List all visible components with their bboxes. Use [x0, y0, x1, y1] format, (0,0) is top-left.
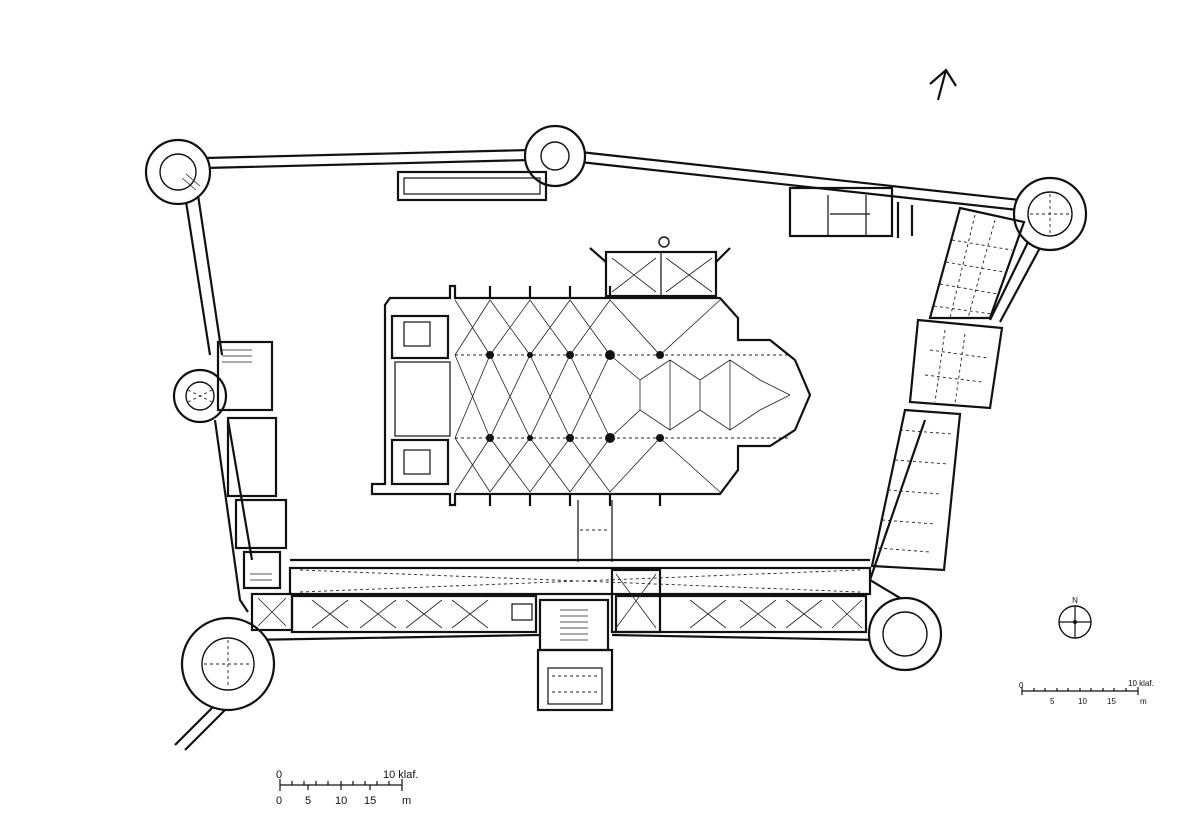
- curtain-walls: [174, 148, 1043, 751]
- scale-bar-small-unit: m: [1140, 697, 1147, 706]
- scale-bar-main-bottom-15: 15: [364, 795, 376, 807]
- scale-bar-small-bottom-15: 15: [1107, 697, 1116, 706]
- tower-southwest: [180, 616, 276, 712]
- north-gallery: [396, 170, 548, 202]
- scale-bar-small-bottom-5: 5: [1050, 697, 1055, 706]
- north-house: [788, 186, 914, 238]
- east-range: [870, 206, 1026, 572]
- scale-bar-main-bottom-5: 5: [305, 795, 311, 807]
- scale-bar-main-bottom-0: 0: [276, 795, 282, 807]
- scale-bar-main-unit: m: [402, 795, 411, 807]
- scale-bar-main-bottom-10: 10: [335, 795, 347, 807]
- church: [370, 236, 812, 562]
- scale-bar-small: [1021, 687, 1139, 695]
- scale-bar-main: [279, 779, 403, 791]
- scale-bar-main-top-start: 0: [276, 769, 282, 781]
- compass-rose-icon: [1058, 605, 1092, 639]
- west-range: [216, 340, 288, 590]
- compass-north-label: N: [1072, 596, 1078, 605]
- south-range: [250, 566, 872, 712]
- scale-bar-small-top-end: 10 klaf.: [1128, 679, 1154, 688]
- north-arrow-icon: [929, 68, 957, 101]
- tower-southeast: [867, 596, 943, 672]
- tower-northeast: [1012, 176, 1088, 252]
- tower-northwest: [144, 138, 212, 206]
- scale-bar-main-top-end: 10 klaf.: [383, 769, 418, 781]
- scale-bar-small-top-start: 0: [1019, 681, 1024, 690]
- scale-bar-small-bottom-10: 10: [1078, 697, 1087, 706]
- tower-north: [523, 124, 587, 188]
- tower-west: [172, 368, 228, 424]
